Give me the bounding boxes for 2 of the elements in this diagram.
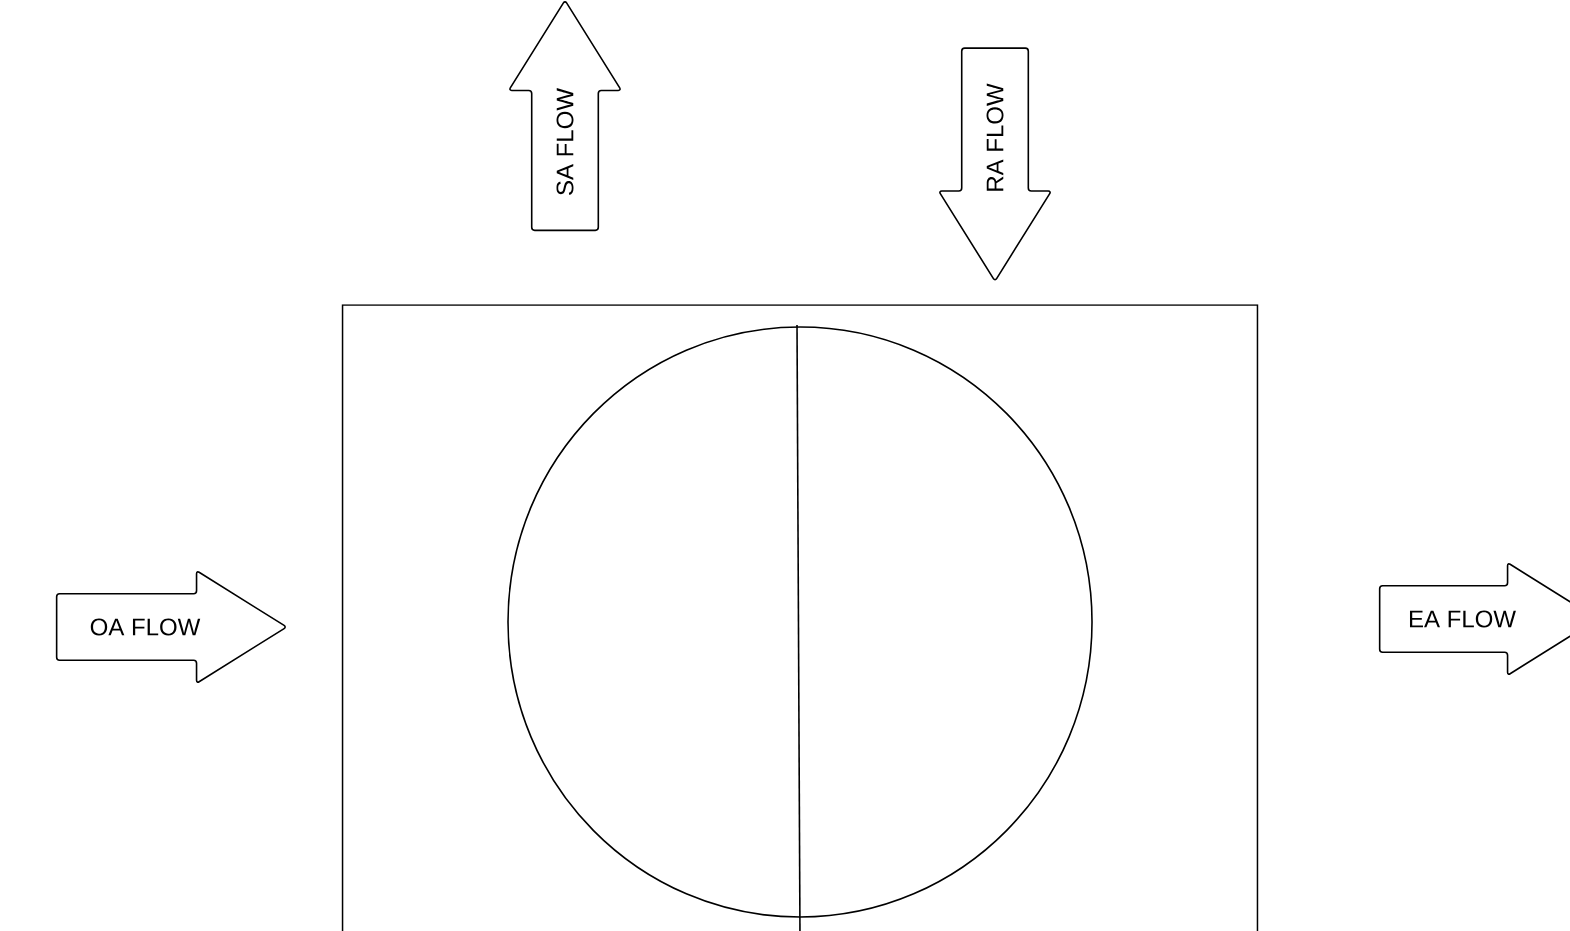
circle bbox=[507, 326, 1093, 918]
box bbox=[341, 304, 1259, 931]
